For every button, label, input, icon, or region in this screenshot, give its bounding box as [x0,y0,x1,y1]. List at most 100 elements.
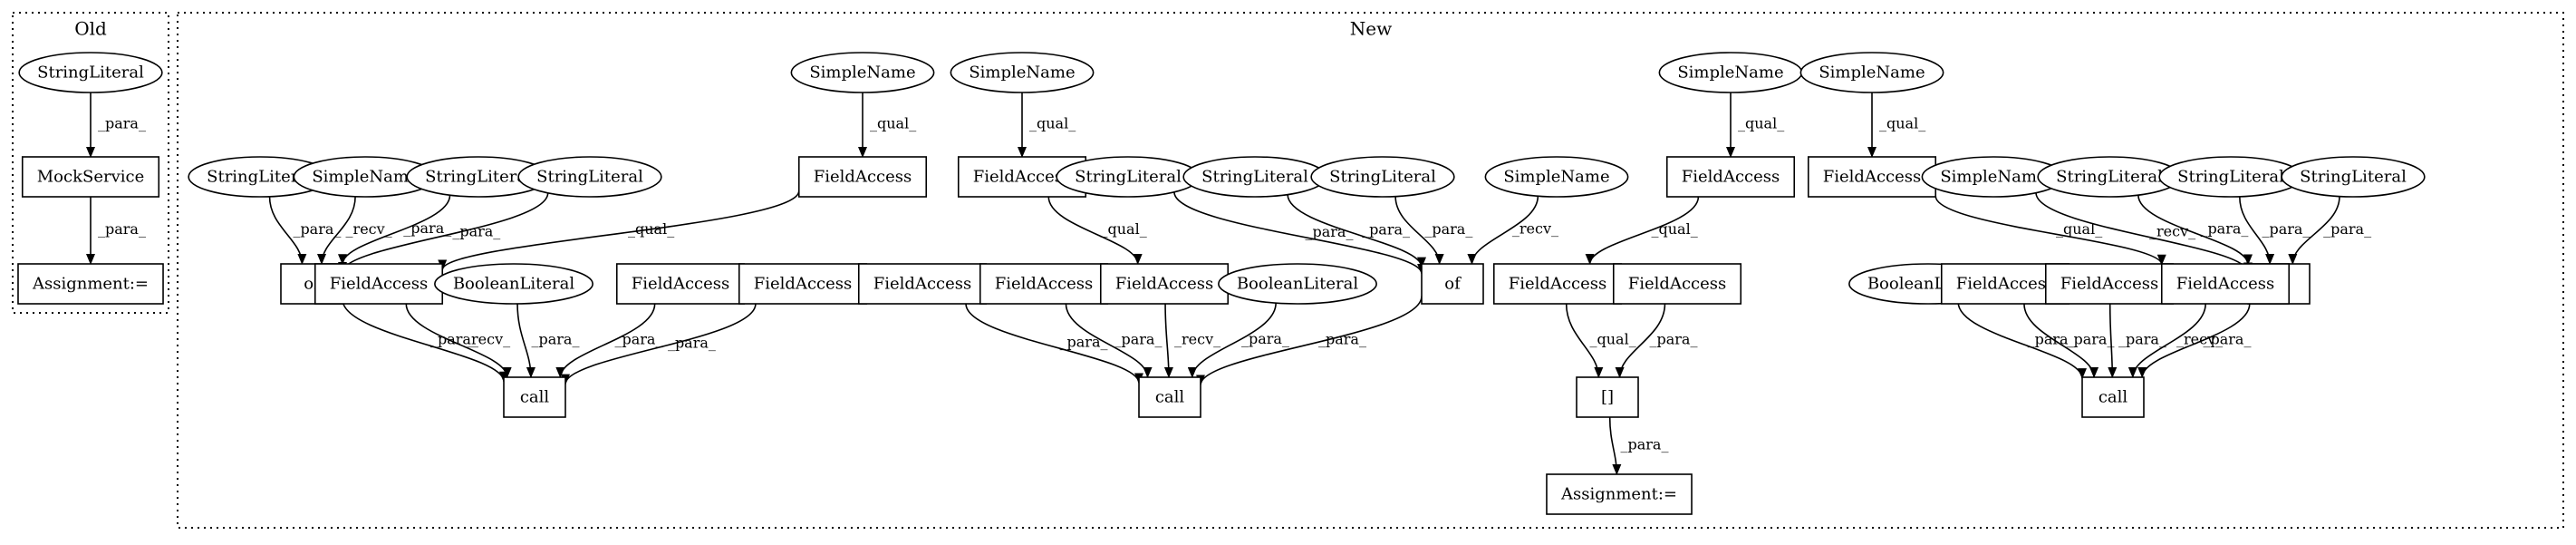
node-box [21,156,160,198]
edge-line [1957,302,2087,380]
node-ellipse [950,52,1095,93]
edge: _qual_ [438,190,800,271]
node-label: SimpleName [1503,168,1609,187]
node-label: call [1155,388,1185,407]
edge: _para_ [86,92,146,158]
edge: _para_ [2137,303,2251,378]
edge-line [1065,303,1153,378]
edge-line [2127,303,2206,378]
edge: _para_ [2288,196,2371,265]
node-b_bl: BooleanLiteral [1218,263,1377,305]
edge: _recv_ [2035,192,2253,274]
edge: _para_ [268,196,341,265]
node-ellipse [434,263,593,305]
edge-label: _para_ [98,115,146,132]
edge-label: _para_ [531,330,579,347]
edge-label: _recv_ [346,220,392,238]
edge-label: _qual_ [1101,220,1147,238]
node-b_sn2: SimpleName [1484,156,1629,198]
node-a_sl1: StringLiteral [188,156,333,198]
edge-label: _recv_ [1512,220,1558,238]
edge-line [1394,196,1444,265]
edge-line [2137,195,2253,266]
edge: _recv_ [1163,303,1220,378]
node-c_fa2: FieldAccess [1612,263,1742,305]
node-box [2160,263,2291,305]
node-box [2081,376,2145,418]
edge-line [1187,303,1277,378]
node-box [615,263,746,305]
edge-line [1173,191,1426,275]
edge: _para_ [1957,302,2087,380]
edge-label: _para_ [1621,436,1669,453]
node-a_sn2: SimpleName [790,52,935,93]
node-label: FieldAccess [973,168,1071,187]
edge: _qual_ [1934,196,2166,266]
edge-line [1608,416,1622,475]
edge: _para_ [338,195,451,266]
node-label: call [520,388,550,407]
node-label: StringLiteral [536,168,643,187]
edge-label: _qual_ [870,115,916,132]
node-label: FieldAccess [1956,275,2054,294]
edge-label: _qual_ [1029,115,1076,132]
edge-label: _para_ [668,334,716,351]
edge-line [317,196,356,265]
node-label: FieldAccess [1823,168,1921,187]
node-label: FieldAccess [1115,275,1213,294]
edge-label: _para_ [403,219,451,237]
edge-label: _recv_ [2176,331,2223,348]
node-d_call: call [2081,376,2145,418]
edge-line [342,299,508,383]
node-label: FieldAccess [330,275,428,294]
node-label: FieldAccess [995,275,1093,294]
edge-label: _para_ [293,220,341,238]
node-label: FieldAccess [754,275,852,294]
node-d_sl3: StringLiteral [2281,156,2426,198]
edge: _para_ [1187,303,1289,378]
edge-line [438,190,800,271]
edge-line [2137,303,2251,378]
node-label: StringLiteral [37,63,144,83]
edge-line [1467,196,1539,265]
node-o_ms: MockService [21,156,160,198]
node-label: StringLiteral [2056,168,2163,187]
node-a_sl3: StringLiteral [517,156,662,198]
edge-line [2108,303,2118,378]
edge-label: _para_ [1241,330,1289,347]
node-o_sl: StringLiteral [18,52,163,93]
edge-label: _para_ [2200,219,2248,237]
edge-line [555,303,656,378]
edge-label: _para_ [1424,220,1472,238]
edge-line [2035,192,2253,274]
node-c_as: Assignment:= [1546,473,1693,515]
edge: _para_ [1287,194,1426,268]
edge: _para_ [1196,296,1423,386]
node-label: StringLiteral [1201,168,1308,187]
node-d_sl2: StringLiteral [2158,156,2303,198]
node-c_idx: [] [1576,376,1639,418]
edge: _qual_ [1047,196,1147,265]
node-box [1138,376,1201,418]
edge-label: _para_ [1305,223,1353,240]
node-box [17,263,164,305]
node-b_fa1: FieldAccess [857,263,988,305]
edge-line [338,192,549,273]
node-ellipse [517,156,662,198]
edge: _qual_ [858,92,916,158]
edge-label: _recv_ [464,331,510,348]
edge-label: _qual_ [2056,220,2102,238]
edge: _para_ [342,299,508,383]
node-a_fa1: FieldAccess [314,263,444,305]
edge-label: _para_ [1362,221,1410,238]
node-ellipse [2281,156,2426,198]
node-label: FieldAccess [2176,275,2274,294]
node-o_as: Assignment:= [17,263,164,305]
edge-label: _qual_ [1738,115,1784,132]
edge-line [1287,194,1426,268]
edge-label: _para_ [452,222,500,239]
node-a_sn1: SimpleName [293,156,438,198]
node-b_call: call [1138,376,1201,418]
node-ellipse [1799,52,1944,93]
node-label: FieldAccess [1682,168,1780,187]
